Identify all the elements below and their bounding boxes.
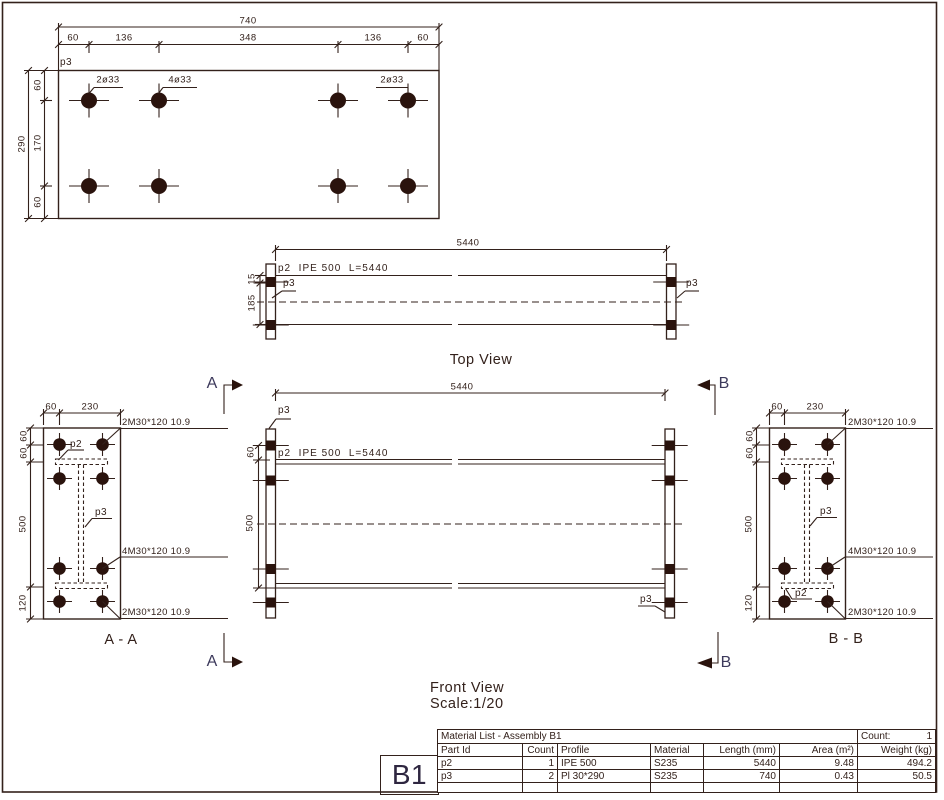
table-row-cell: p2 [438, 757, 523, 770]
table-row-cell: S235 [651, 757, 704, 770]
section-bb-label-p3: p3 [820, 506, 833, 517]
table-row-cell: 2 [523, 770, 558, 783]
table-row-cell: 5440 [704, 757, 780, 770]
plate-dim-total: 740 [239, 15, 257, 27]
table-empty-cell [780, 783, 858, 792]
section-aa-dim-left-0: 60 [18, 430, 30, 442]
plate-part-label: p3 [60, 57, 73, 68]
col-header-weight: Weight (kg) [858, 744, 935, 757]
section-aa-bolt-label-mid: 4M30*120 10.9 [122, 546, 191, 557]
col-header-count: Count [523, 744, 558, 757]
table-empty-cell [523, 783, 558, 792]
plate-dim-top-4: 60 [417, 32, 429, 44]
table-empty-cell [858, 783, 935, 792]
section-bb-bolt-label-top: 2M30*120 10.9 [848, 417, 917, 428]
section-bb-dim-left-3: 120 [743, 594, 755, 612]
section-bb-dim-top-0: 60 [771, 401, 783, 413]
section-aa-label-p2: p2 [70, 439, 83, 450]
count-label: Count: [861, 731, 891, 742]
section-aa-bolt-label-top: 2M30*120 10.9 [122, 417, 191, 428]
section-bb-bolt-label-mid: 4M30*120 10.9 [848, 546, 917, 557]
front-view-dim-length: 5440 [450, 381, 474, 393]
section-bb-dim-left-2: 500 [743, 515, 755, 533]
assembly-mark: B1 [391, 759, 428, 790]
table-empty-cell [558, 783, 651, 792]
section-aa-dim-top-0: 60 [45, 401, 57, 413]
table-row-cell: p3 [438, 770, 523, 783]
section-bb-linework [752, 409, 933, 623]
plate-dim-left-0: 60 [32, 79, 44, 91]
table-row-cell: S235 [651, 770, 704, 783]
front-view-title: Front View [430, 680, 505, 696]
table-row-cell: 740 [704, 770, 780, 783]
section-aa-bolt-label-bottom: 2M30*120 10.9 [122, 607, 191, 618]
front-view-dim-flange: 60 [245, 446, 257, 458]
plate-dim-top-1: 136 [115, 32, 133, 44]
plate-hole-label-0: 2ø33 [96, 74, 120, 86]
col-header-area: Area (m²) [780, 744, 858, 757]
front-view-linework [252, 389, 689, 619]
top-view-plate-label-left: p3 [282, 278, 296, 289]
section-aa-dim-left-3: 120 [17, 594, 29, 612]
front-view-beam-label: p2 IPE 500 L=5440 [278, 448, 389, 459]
table-empty-cell [651, 783, 704, 792]
section-bb-dim-top-1: 230 [806, 401, 824, 413]
top-view-dim-185: 185 [246, 294, 258, 312]
section-bb-dim-left-0: 60 [744, 430, 756, 442]
table-row-cell: 50.5 [858, 770, 935, 783]
section-aa-title: A - A [104, 631, 138, 648]
table-row-cell: 0.43 [780, 770, 858, 783]
material-list-count-cell: Count: 1 [858, 730, 935, 744]
table-empty-cell [438, 783, 523, 792]
table-empty-cell [704, 783, 780, 792]
section-bb-title: B - B [828, 630, 864, 647]
section-marker-a-top: A [206, 375, 218, 392]
col-header-profile: Profile [558, 744, 651, 757]
table-row-cell: 494.2 [858, 757, 935, 770]
table-row-cell: Pl 30*290 [558, 770, 651, 783]
front-view-dim-depth: 500 [244, 514, 256, 532]
plate-hole-label-1: 4ø33 [168, 74, 192, 86]
col-header-material: Material [651, 744, 704, 757]
section-aa-linework [26, 409, 228, 623]
plate-dim-left-1: 170 [32, 134, 44, 152]
plate-dim-top-2: 348 [239, 32, 257, 44]
top-view-dim-length: 5440 [456, 237, 480, 249]
top-view-linework [252, 245, 699, 340]
front-view-plate-label-top: p3 [277, 405, 291, 416]
material-list-title: Material List - Assembly B1 [438, 730, 858, 744]
plate-plan-view [24, 23, 443, 223]
table-row-cell: 1 [523, 757, 558, 770]
section-aa-dim-left-2: 500 [17, 515, 29, 533]
section-cut-markers [223, 379, 719, 669]
section-bb-bolt-label-bottom: 2M30*120 10.9 [848, 607, 917, 618]
top-view-dim-15: 15 [246, 273, 258, 285]
table-row-cell: IPE 500 [558, 757, 651, 770]
plate-dim-top-0: 60 [67, 32, 79, 44]
section-aa-dim-left-1: 60 [18, 447, 30, 459]
front-view-scale: Scale:1/20 [430, 696, 504, 712]
section-aa-dim-top-1: 230 [81, 401, 99, 413]
material-list-table: Material List - Assembly B1 Count: 1 Par… [437, 729, 936, 793]
plate-hole-label-2: 2ø33 [380, 74, 404, 86]
plate-dim-top-3: 136 [364, 32, 382, 44]
plate-dim-left-total: 290 [16, 135, 28, 153]
top-view-plate-label-right: p3 [685, 278, 699, 289]
col-header-part-id: Part Id [438, 744, 523, 757]
top-view-title: Top View [449, 351, 513, 368]
count-value: 1 [926, 731, 932, 742]
section-marker-b-top: B [718, 375, 730, 392]
section-bb-dim-left-1: 60 [744, 447, 756, 459]
table-row-cell: 9.48 [780, 757, 858, 770]
front-view-plate-label-bottom: p3 [639, 594, 653, 605]
col-header-length: Length (mm) [704, 744, 780, 757]
plate-dim-left-2: 60 [32, 196, 44, 208]
section-marker-b-bottom: B [720, 654, 732, 671]
top-view-beam-label: p2 IPE 500 L=5440 [278, 263, 389, 274]
section-aa-label-p3: p3 [95, 507, 108, 518]
section-marker-a-bottom: A [206, 653, 218, 670]
assembly-mark-box: B1 [380, 755, 439, 795]
section-bb-label-p2: p2 [795, 588, 808, 599]
